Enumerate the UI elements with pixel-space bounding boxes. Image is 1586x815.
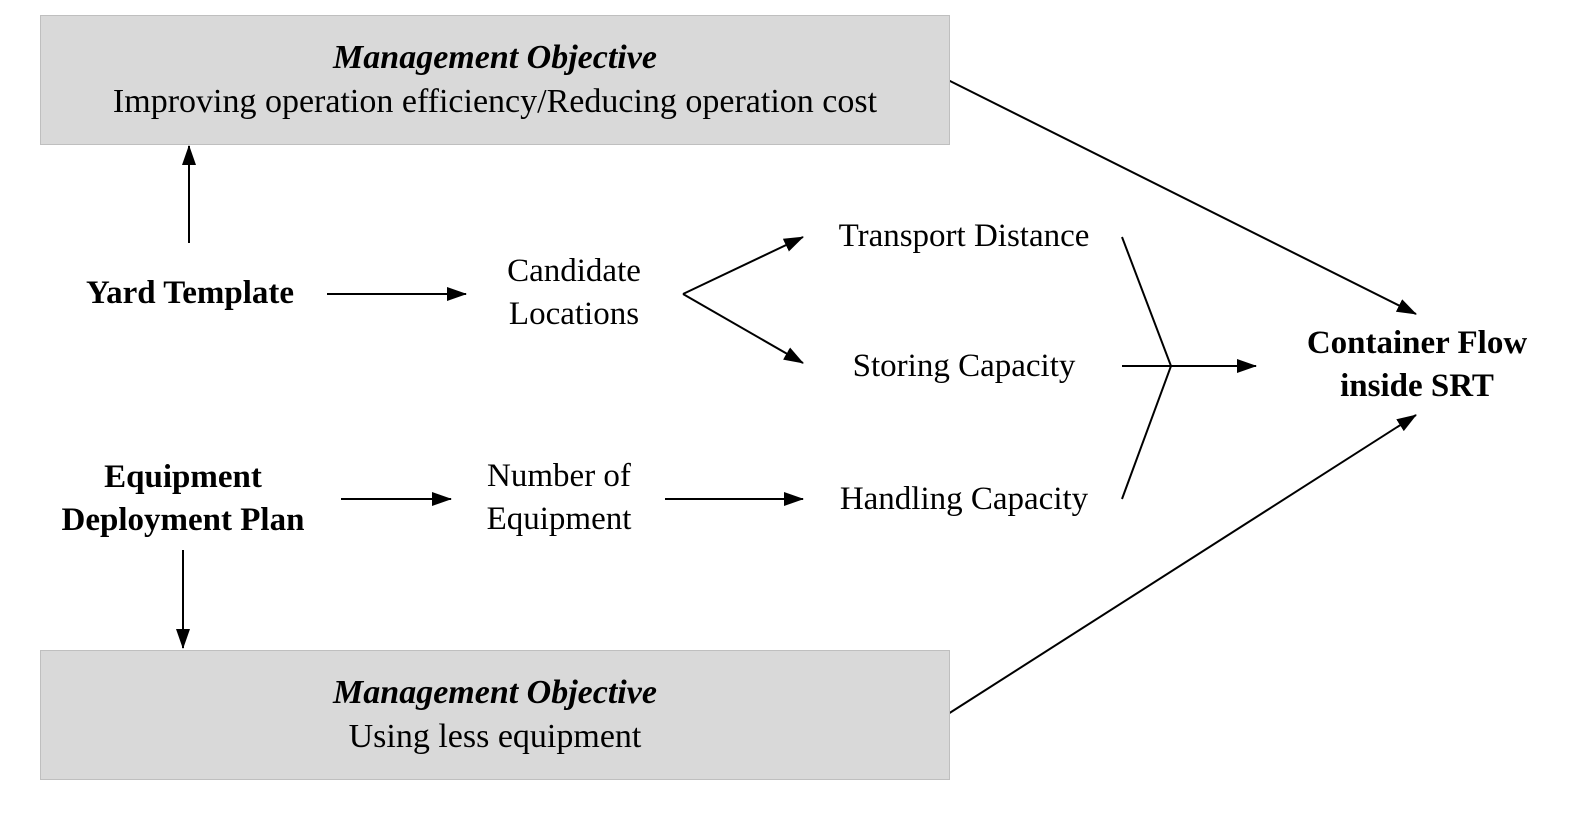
container-flow-line1: Container Flow <box>1306 325 1528 361</box>
objective-top-title: Management Objective <box>333 39 657 76</box>
candidate-line2: Locations <box>508 296 640 332</box>
candidate-locations-node: Candidate Locations <box>474 248 674 338</box>
arrow-candidate-to-transport <box>682 236 804 295</box>
storing-capacity-node: Storing Capacity <box>814 343 1114 389</box>
handling-capacity-label: Handling Capacity <box>839 480 1089 517</box>
number-line1: Number of <box>487 458 631 494</box>
equipment-deployment-plan-node: Equipment Deployment Plan <box>33 454 333 544</box>
management-objective-top: Management Objective Improving operation… <box>40 15 950 145</box>
objective-bottom-text: Using less equipment <box>348 718 642 755</box>
transport-distance-label: Transport Distance <box>838 217 1090 254</box>
arrow-candidate-to-storing <box>682 293 804 364</box>
storing-capacity-label: Storing Capacity <box>852 347 1076 384</box>
arrow-top-objective-to-container-flow <box>947 79 1417 315</box>
yard-template-node: Yard Template <box>40 270 340 316</box>
yard-template-label: Yard Template <box>85 274 295 311</box>
handling-capacity-node: Handling Capacity <box>814 476 1114 522</box>
number-line2: Equipment <box>486 501 632 537</box>
equipment-plan-line1: Equipment <box>104 459 262 495</box>
equipment-plan-line2: Deployment Plan <box>61 502 305 538</box>
container-flow-line2: inside SRT <box>1340 368 1494 404</box>
transport-distance-node: Transport Distance <box>814 213 1114 259</box>
objective-bottom-title: Management Objective <box>333 674 657 711</box>
objective-top-text: Improving operation efficiency/Reducing … <box>112 83 878 120</box>
number-of-equipment-node: Number of Equipment <box>459 453 659 543</box>
candidate-line1: Candidate <box>507 253 641 289</box>
arrow-bottom-objective-to-container-flow <box>947 414 1417 715</box>
merge-bracket <box>1121 236 1173 500</box>
management-objective-bottom: Management Objective Using less equipmen… <box>40 650 950 780</box>
container-flow-node: Container Flow inside SRT <box>1272 320 1562 410</box>
